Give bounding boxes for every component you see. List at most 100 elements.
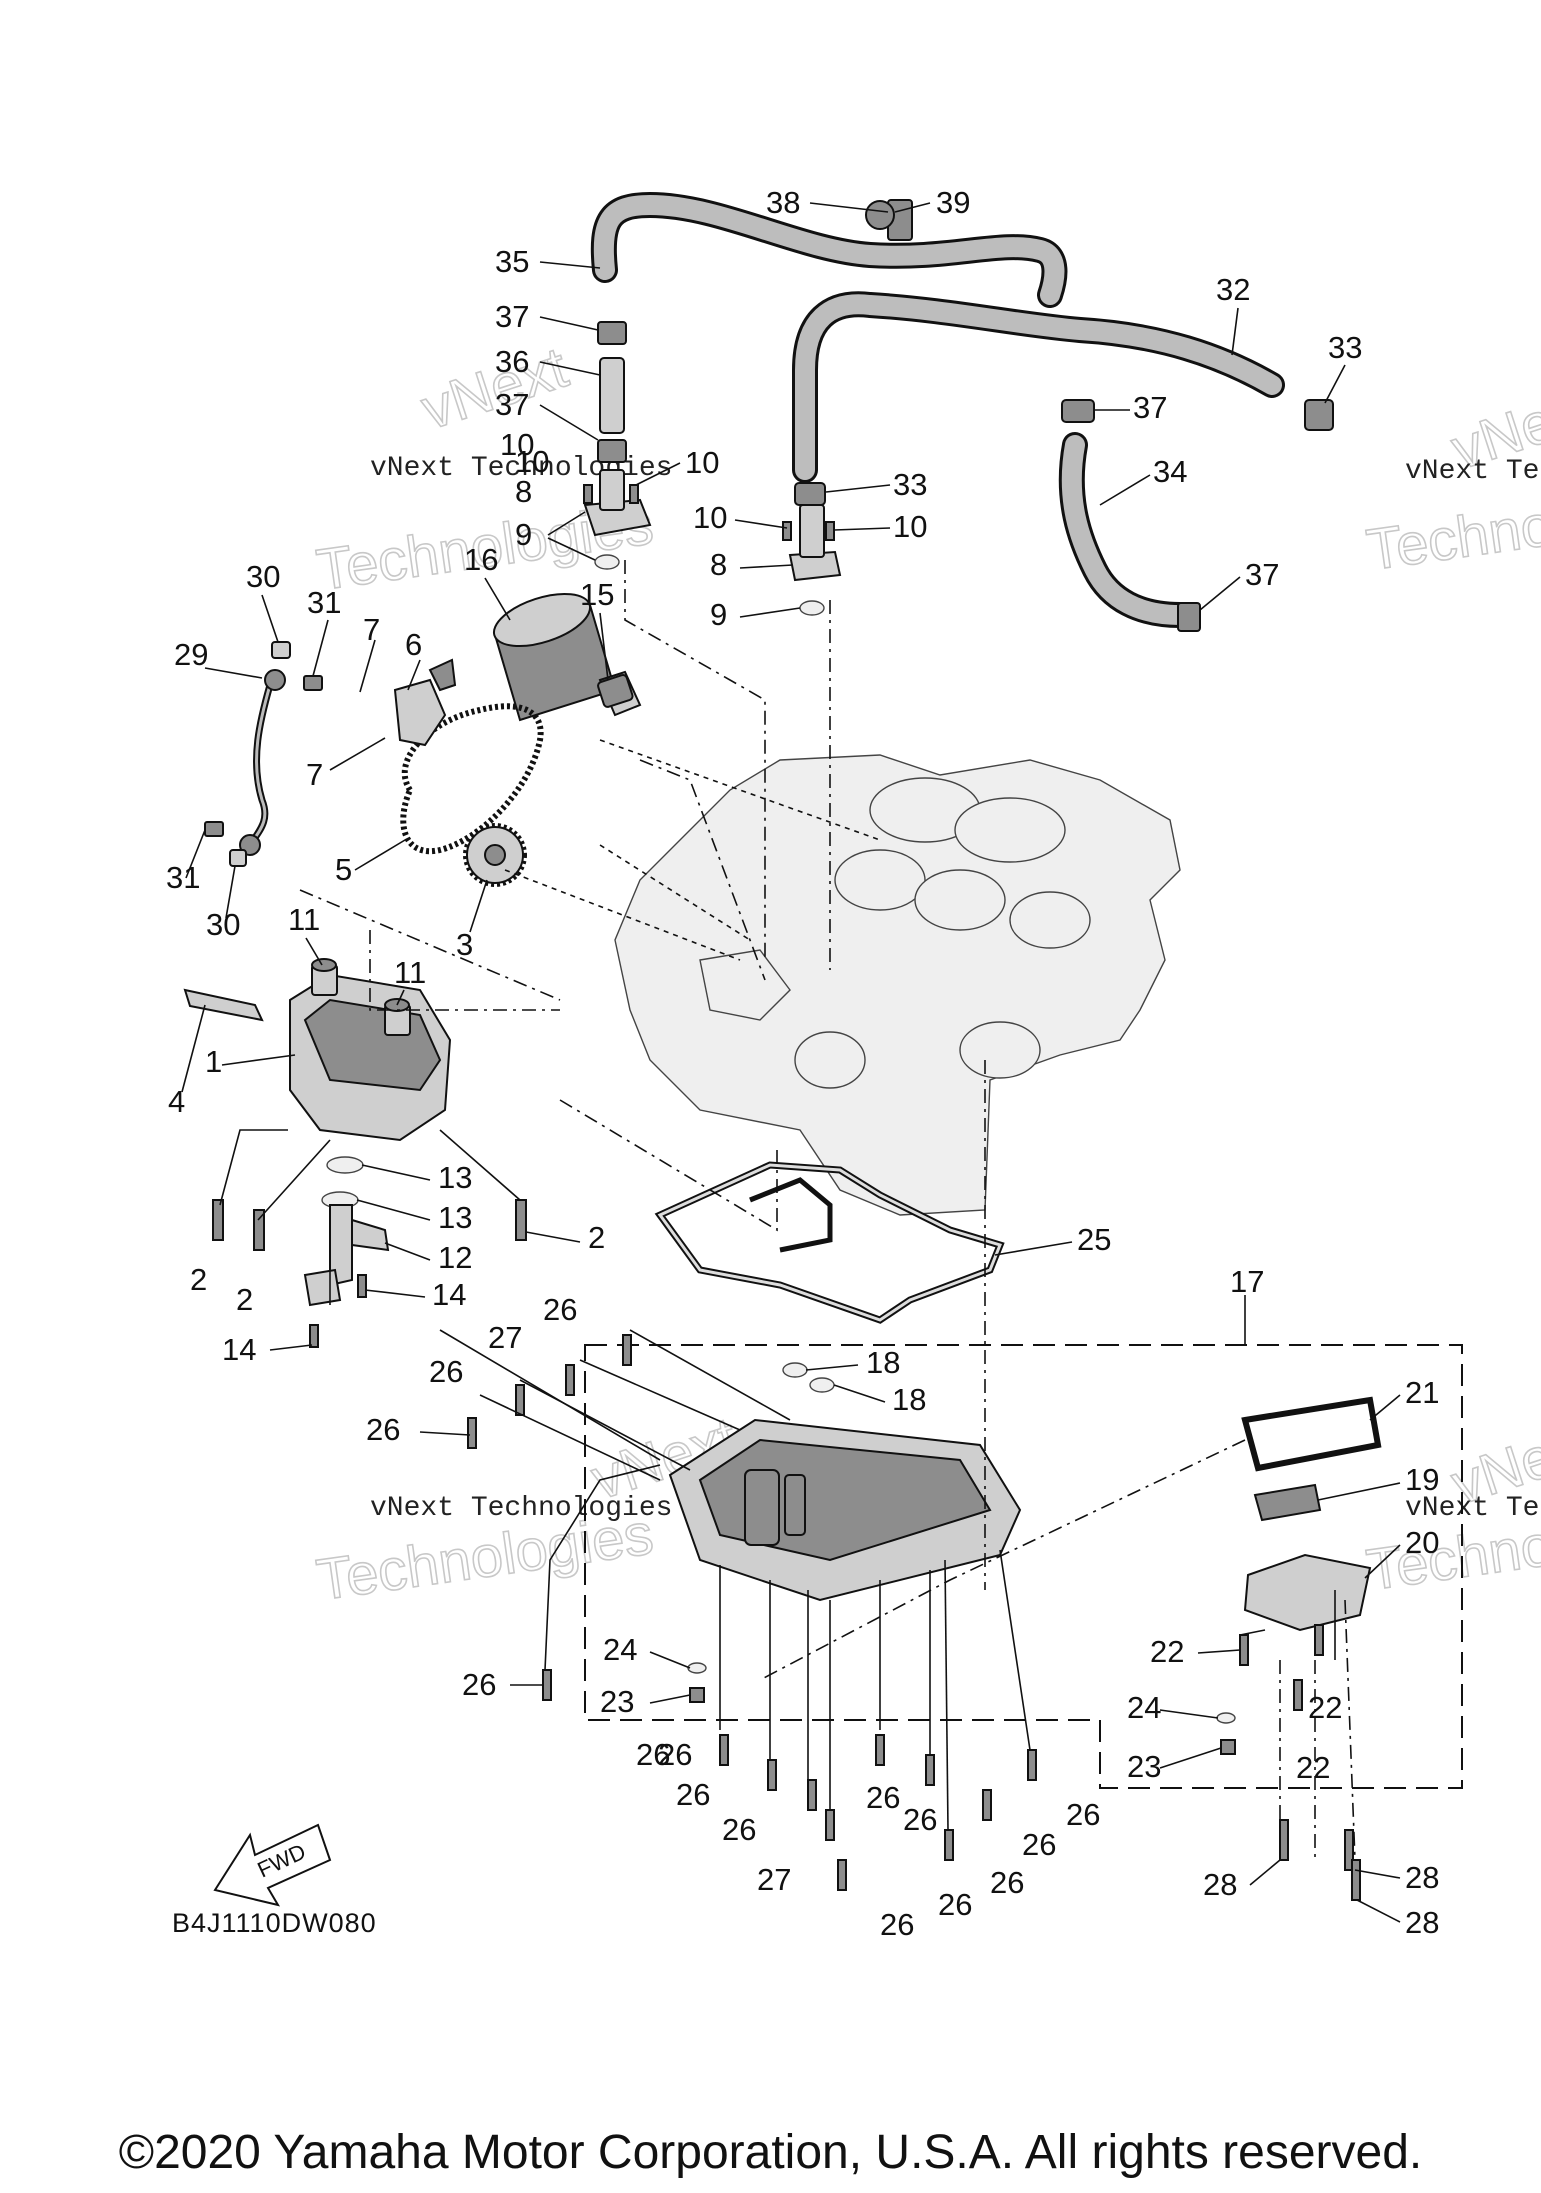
callout-26: 26 xyxy=(462,1667,496,1702)
callout-12: 12 xyxy=(438,1240,472,1275)
crankcase-block xyxy=(614,754,1181,1216)
callout-18: 18 xyxy=(866,1345,900,1380)
callout-28: 28 xyxy=(1405,1905,1439,1940)
callout-10: 10 xyxy=(515,444,549,479)
callout-9: 9 xyxy=(710,597,727,632)
callout-26: 26 xyxy=(366,1412,400,1447)
callout-leaders xyxy=(181,202,1401,1923)
callout-26: 26 xyxy=(722,1812,756,1847)
watermark-text: vNext Technologies xyxy=(370,1493,672,1524)
callout-23: 23 xyxy=(600,1684,634,1719)
exploded-parts-diagram: vNext Technologies vNext Technologies vN… xyxy=(166,185,1541,1942)
copyright-notice: ©2020 Yamaha Motor Corporation, U.S.A. A… xyxy=(118,2126,1423,2179)
callout-2: 2 xyxy=(190,1262,207,1297)
callout-10: 10 xyxy=(693,500,727,535)
callout-4: 4 xyxy=(168,1084,185,1119)
callout-16: 16 xyxy=(464,542,498,577)
callout-26: 26 xyxy=(543,1292,577,1327)
callout-1: 1 xyxy=(205,1044,222,1079)
callout-22: 22 xyxy=(1150,1634,1184,1669)
callout-2: 2 xyxy=(236,1282,253,1317)
leader-lines xyxy=(219,560,1356,1861)
oil-pan-gasket xyxy=(654,1161,1005,1324)
callout-36: 36 xyxy=(495,344,529,379)
callout-11: 11 xyxy=(288,902,320,937)
callout-13: 13 xyxy=(438,1200,472,1235)
watermark-text: vNext Technologies xyxy=(1405,1493,1541,1524)
callout-13: 13 xyxy=(438,1160,472,1195)
callout-26: 26 xyxy=(866,1780,900,1815)
oil-pipe xyxy=(204,641,323,867)
callout-26: 26 xyxy=(1022,1827,1056,1862)
callout-32: 32 xyxy=(1216,272,1250,307)
callout-5: 5 xyxy=(335,852,352,887)
callout-26: 26 xyxy=(903,1802,937,1837)
callout-26: 26 xyxy=(880,1907,914,1942)
callout-10: 10 xyxy=(685,445,719,480)
watermark-text: Technologies xyxy=(1363,471,1541,582)
callout-24: 24 xyxy=(1127,1690,1161,1725)
oil-filter xyxy=(492,592,642,722)
callout-20: 20 xyxy=(1405,1525,1439,1560)
callout-3: 3 xyxy=(456,927,473,962)
callout-35: 35 xyxy=(495,244,529,279)
clamp-33 xyxy=(1304,399,1334,431)
callout-6: 6 xyxy=(405,627,422,662)
callout-7: 7 xyxy=(306,757,323,792)
callout-10: 10 xyxy=(893,509,927,544)
oil-pan-inner-parts xyxy=(1241,1396,1382,1632)
oil-pan xyxy=(668,1362,1022,1602)
clamp-37 xyxy=(597,321,627,345)
callout-31: 31 xyxy=(166,860,200,895)
callout-37: 37 xyxy=(495,299,529,334)
callout-9: 9 xyxy=(515,517,532,552)
callout-27: 27 xyxy=(488,1320,522,1355)
callout-28: 28 xyxy=(1405,1860,1439,1895)
callout-24: 24 xyxy=(603,1632,637,1667)
callout-31: 31 xyxy=(307,585,341,620)
drawing-code: B4J1110DW080 xyxy=(172,1908,377,1938)
callout-26: 26 xyxy=(676,1777,710,1812)
callout-26: 26 xyxy=(636,1737,670,1772)
callout-39: 39 xyxy=(936,185,970,220)
callout-18: 18 xyxy=(892,1382,926,1417)
callout-27: 27 xyxy=(757,1862,791,1897)
callout-30: 30 xyxy=(206,907,240,942)
callout-26: 26 xyxy=(990,1865,1024,1900)
callout-11: 11 xyxy=(394,955,426,990)
callout-25: 25 xyxy=(1077,1222,1111,1257)
callout-34: 34 xyxy=(1153,454,1187,489)
callout-22: 22 xyxy=(1296,1750,1330,1785)
clamp-39 xyxy=(865,200,895,230)
callout-14: 14 xyxy=(222,1332,256,1367)
callout-17: 17 xyxy=(1230,1264,1264,1299)
callout-8: 8 xyxy=(710,547,727,582)
callout-37: 37 xyxy=(1133,390,1167,425)
callout-15: 15 xyxy=(580,577,614,612)
callout-33: 33 xyxy=(893,467,927,502)
breather-hoses xyxy=(590,191,1334,632)
callout-22: 22 xyxy=(1308,1690,1342,1725)
callout-labels: 1 2 2 2 3 4 5 6 7 7 8 8 9 9 10 10 10 10 … xyxy=(166,185,1439,1942)
callout-14: 14 xyxy=(432,1277,466,1312)
callout-29: 29 xyxy=(174,637,208,672)
watermark-text: vNext Technologies xyxy=(1405,456,1541,487)
oil-strainer xyxy=(303,1156,390,1307)
forward-arrow: FWD xyxy=(213,1823,332,1907)
callout-19: 19 xyxy=(1405,1462,1439,1497)
callout-26: 26 xyxy=(658,1737,692,1772)
callout-26: 26 xyxy=(1066,1797,1100,1832)
oil-pan-assembly-box xyxy=(584,1295,1463,1789)
callout-30: 30 xyxy=(246,559,280,594)
callout-33: 33 xyxy=(1328,330,1362,365)
breather-fittings xyxy=(583,469,842,616)
callout-7: 7 xyxy=(363,612,380,647)
callout-38: 38 xyxy=(766,185,800,220)
callout-10: 10 xyxy=(500,427,534,462)
callout-8: 8 xyxy=(515,474,532,509)
callout-2: 2 xyxy=(588,1220,605,1255)
callout-23: 23 xyxy=(1127,1749,1161,1784)
callout-26: 26 xyxy=(938,1887,972,1922)
callout-21: 21 xyxy=(1405,1375,1439,1410)
callout-26: 26 xyxy=(429,1354,463,1389)
